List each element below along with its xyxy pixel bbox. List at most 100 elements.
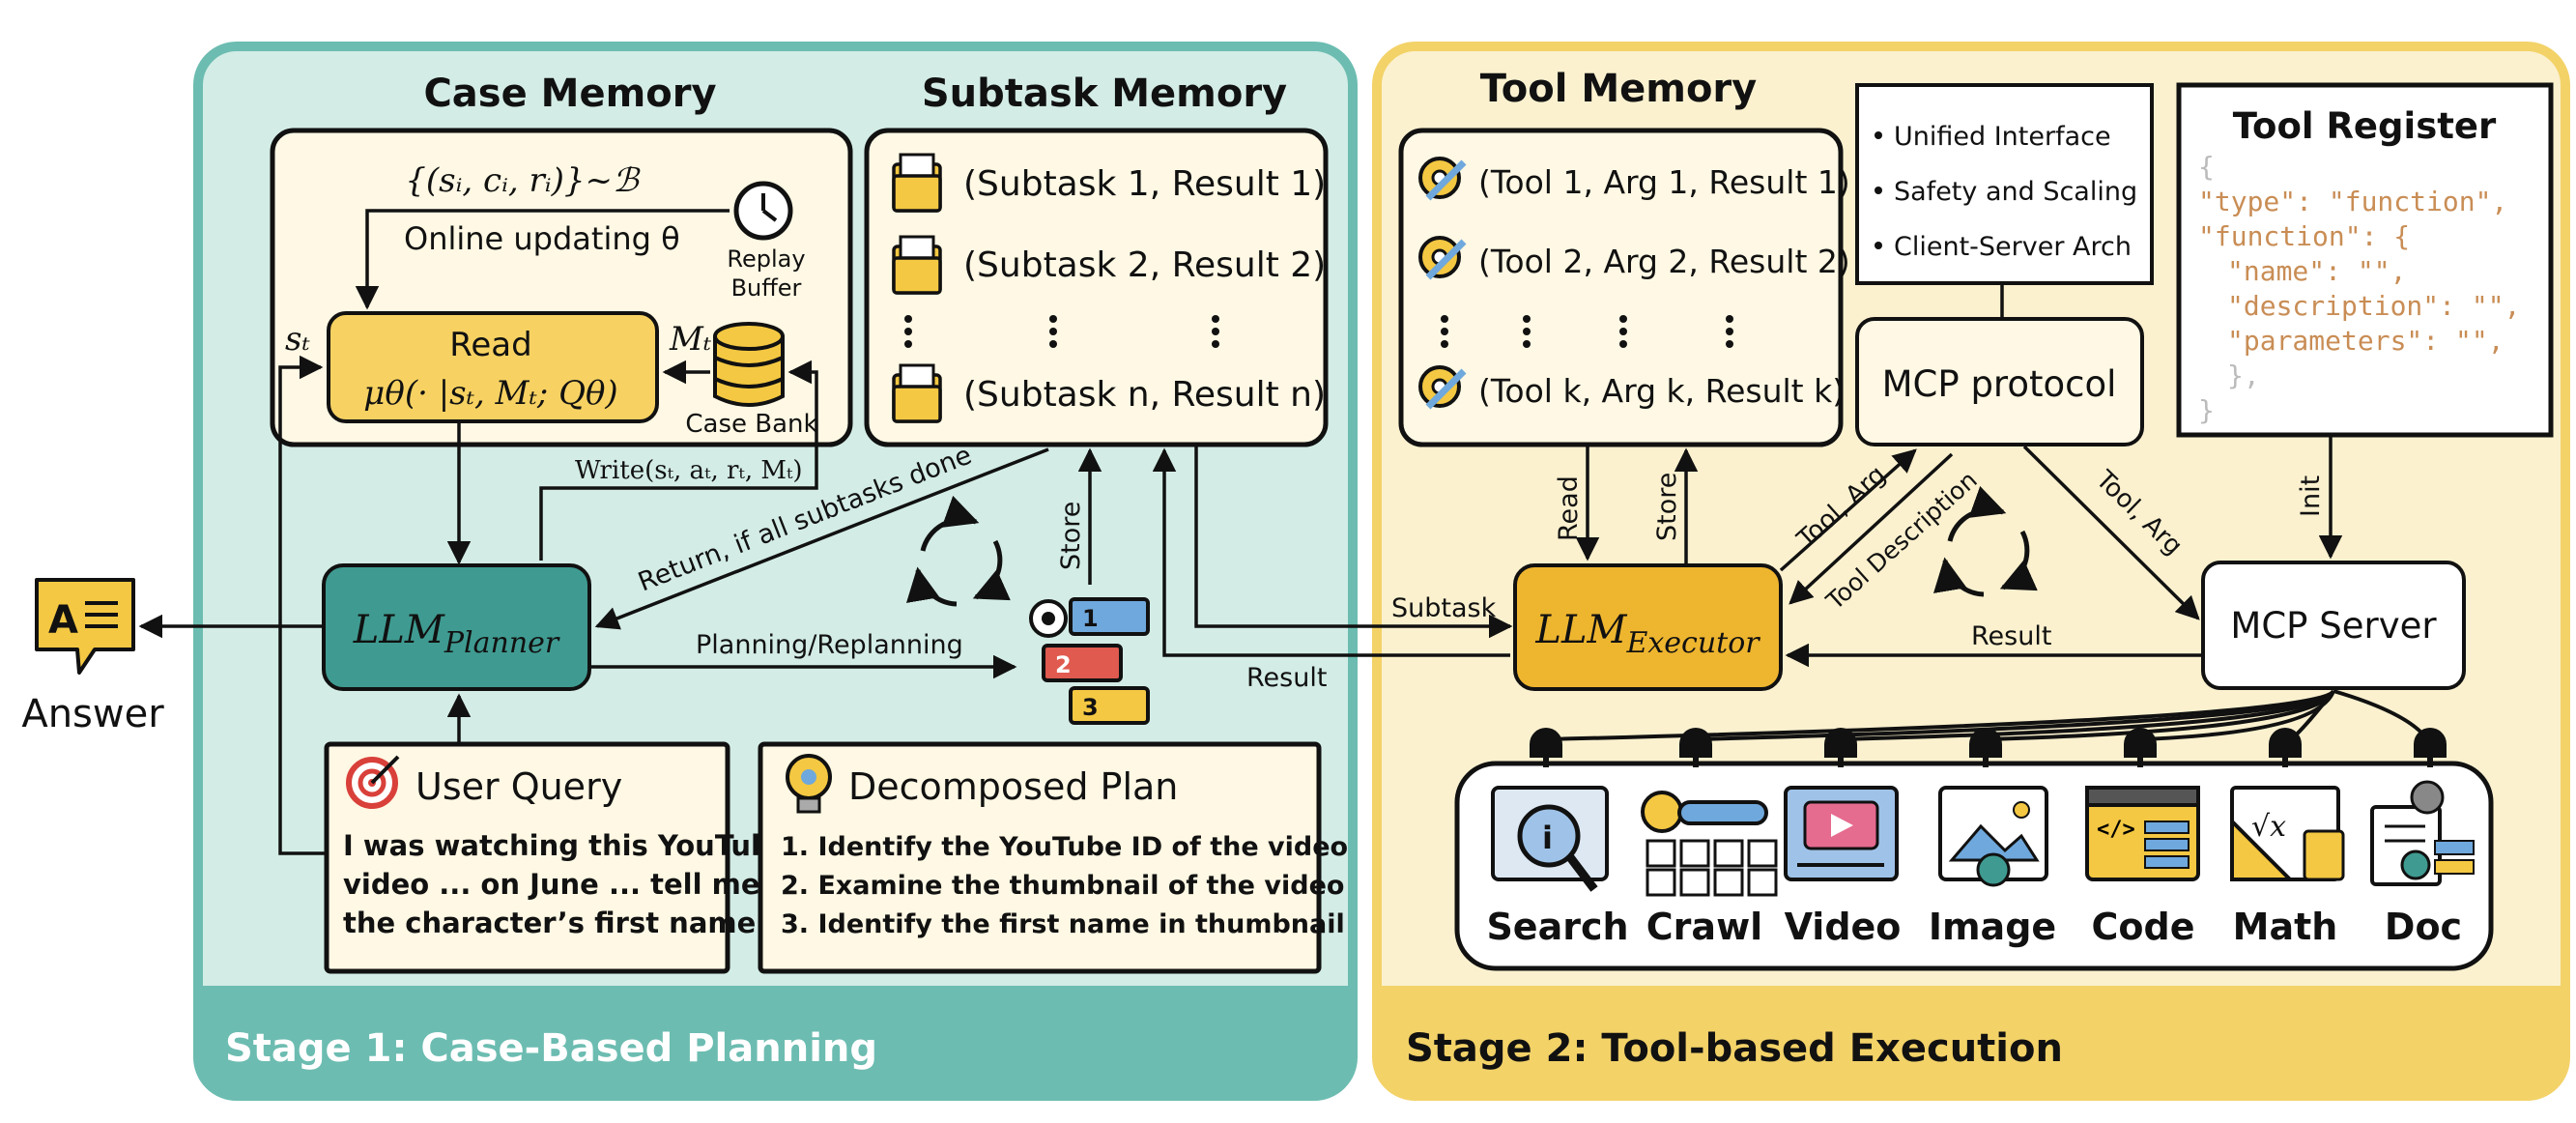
svg-text:LLMExecutor: LLMExecutor [1534, 608, 1760, 660]
executor-sub: Executor [1625, 626, 1760, 660]
case-bank-icon [713, 322, 785, 407]
tool-row-k: (Tool k, Arg k, Result k) [1478, 372, 1845, 410]
tool-row-1: (Tool 1, Arg 1, Result 1) [1478, 163, 1850, 201]
tool-register-title: Tool Register [2233, 105, 2497, 147]
svg-text:A: A [48, 598, 78, 643]
doc-tool-icon [2370, 780, 2475, 886]
gear-wrench-icon [1418, 365, 1467, 410]
tool-image-label: Image [1929, 906, 2056, 948]
read-label-stage2: Read [1554, 475, 1584, 541]
code-line-8: } [2198, 394, 2215, 426]
stage2-title: Stage 2: Tool-based Execution [1406, 1026, 2063, 1071]
read-box [327, 311, 659, 423]
svg-text:√x: √x [2251, 810, 2286, 844]
tool-crawl-label: Crawl [1646, 906, 1762, 948]
svg-text:</>: </> [2097, 818, 2135, 842]
answer-node: A Answer [21, 578, 164, 736]
store-label-stage1: Store [1056, 502, 1086, 570]
replay-buffer-icon [733, 181, 793, 241]
memory-label: Mₜ [669, 320, 712, 359]
code-line-2: "type": "function", [2198, 186, 2507, 217]
crawl-tool-icon [1641, 791, 1778, 897]
read-title: Read [449, 326, 531, 364]
folder-icon [892, 153, 942, 213]
subtask-label: Subtask [1391, 593, 1497, 623]
tool-row-2: (Tool 2, Arg 2, Result 2) [1478, 243, 1850, 280]
init-label: Init [2296, 475, 2326, 517]
decomposed-plan-card: Decomposed Plan 1. Identify the YouTube … [758, 741, 1348, 974]
svg-text:i: i [1542, 820, 1553, 856]
gear-wrench-icon [1418, 157, 1467, 201]
svg-text:3: 3 [1082, 694, 1099, 721]
code-line-4: "name": "", [2227, 255, 2406, 287]
math-tool-icon: √x [2230, 786, 2345, 881]
plan-title: Decomposed Plan [848, 765, 1178, 808]
subtask-row-2: (Subtask 2, Result 2) [963, 245, 1326, 285]
result-label-stage2: Result [1971, 621, 2051, 651]
refresh-cycle-icon [905, 495, 1011, 607]
store-label-stage2: Store [1652, 473, 1682, 541]
answer-label: Answer [21, 692, 164, 736]
tool-doc-label: Doc [2385, 906, 2462, 948]
code-line-7: }, [2227, 360, 2260, 391]
target-icon [346, 755, 400, 809]
case-bank-label: Case Bank [685, 410, 817, 439]
planner-main: LLM [353, 608, 445, 652]
user-query-title: User Query [415, 765, 622, 808]
user-query-line2: video ... on June ... tell me [343, 868, 760, 901]
read-formula: μθ(· |sₜ, Mₜ; Qθ) [363, 374, 617, 413]
user-query-line1: I was watching this YouTube [343, 829, 790, 862]
gear-wrench-icon [1418, 236, 1467, 280]
code-line-5: "description": "", [2227, 290, 2520, 322]
llm-executor: LLMExecutor [1513, 563, 1783, 691]
sample-formula: {(sᵢ, cᵢ, rᵢ)}~ℬ [405, 161, 641, 200]
refresh-cycle-icon [1932, 485, 2038, 597]
planner-sub: Planner [444, 626, 560, 660]
folder-icon [892, 235, 942, 295]
code-tool-icon: </> [2085, 786, 2200, 881]
replay-buffer-line1: Replay [727, 245, 805, 273]
tool-video-label: Video [1785, 906, 1902, 948]
plan-line3: 3. Identify the first name in thumbnail [781, 909, 1345, 939]
search-tool-icon: i [1491, 786, 1609, 892]
svg-text:1: 1 [1082, 605, 1099, 632]
stage1-title: Stage 1: Case-Based Planning [225, 1026, 877, 1071]
subtask-row-1: (Subtask 1, Result 1) [963, 164, 1326, 204]
mcp-protocol-box: MCP protocol [1855, 317, 2144, 446]
planning-label: Planning/Replanning [696, 630, 963, 660]
mcp-protocol-label: MCP protocol [1882, 363, 2117, 405]
feature-1: Unified Interface [1894, 122, 2111, 152]
lightbulb-icon [786, 754, 832, 814]
user-query-line3: the character’s first name. [343, 907, 766, 939]
state-label: sₜ [285, 320, 310, 359]
svg-text:2: 2 [1055, 651, 1072, 678]
feature-3: Client-Server Arch [1894, 232, 2132, 262]
result-label-stage1: Result [1246, 663, 1327, 693]
image-tool-icon [1938, 786, 2048, 887]
plan-steps-icon: 1 2 3 [1029, 597, 1150, 725]
subtask-row-n: (Subtask n, Result n) [963, 375, 1326, 415]
vertical-ellipsis-icon [1441, 315, 1733, 348]
case-memory-title: Case Memory [423, 72, 716, 116]
svg-text:LLMPlanner: LLMPlanner [353, 608, 560, 660]
feature-2: Safety and Scaling [1894, 177, 2137, 207]
folder-icon [892, 363, 942, 423]
code-line-3: "function": { [2198, 220, 2410, 252]
executor-main: LLM [1534, 608, 1627, 652]
tool-code-label: Code [2092, 906, 2195, 948]
plug-icons [1530, 728, 2447, 767]
tool-memory: Tool Memory (Tool 1, Arg 1, Result 1) (T… [1398, 67, 1850, 447]
code-line-1: { [2198, 151, 2215, 183]
video-tool-icon [1784, 786, 1899, 881]
mcp-server-box: MCP Server [2201, 561, 2466, 690]
user-query-card: User Query I was watching this YouTube v… [324, 741, 790, 974]
plan-line2: 2. Examine the thumbnail of the video [781, 871, 1344, 901]
tool-memory-title: Tool Memory [1480, 67, 1757, 111]
code-line-6: "parameters": "", [2227, 325, 2504, 357]
tool-register-card: Tool Register { "type": "function", "fun… [2176, 82, 2554, 438]
replay-buffer-line2: Buffer [731, 274, 802, 302]
vertical-ellipsis-icon [904, 315, 1219, 348]
mcp-server-label: MCP Server [2230, 605, 2437, 647]
